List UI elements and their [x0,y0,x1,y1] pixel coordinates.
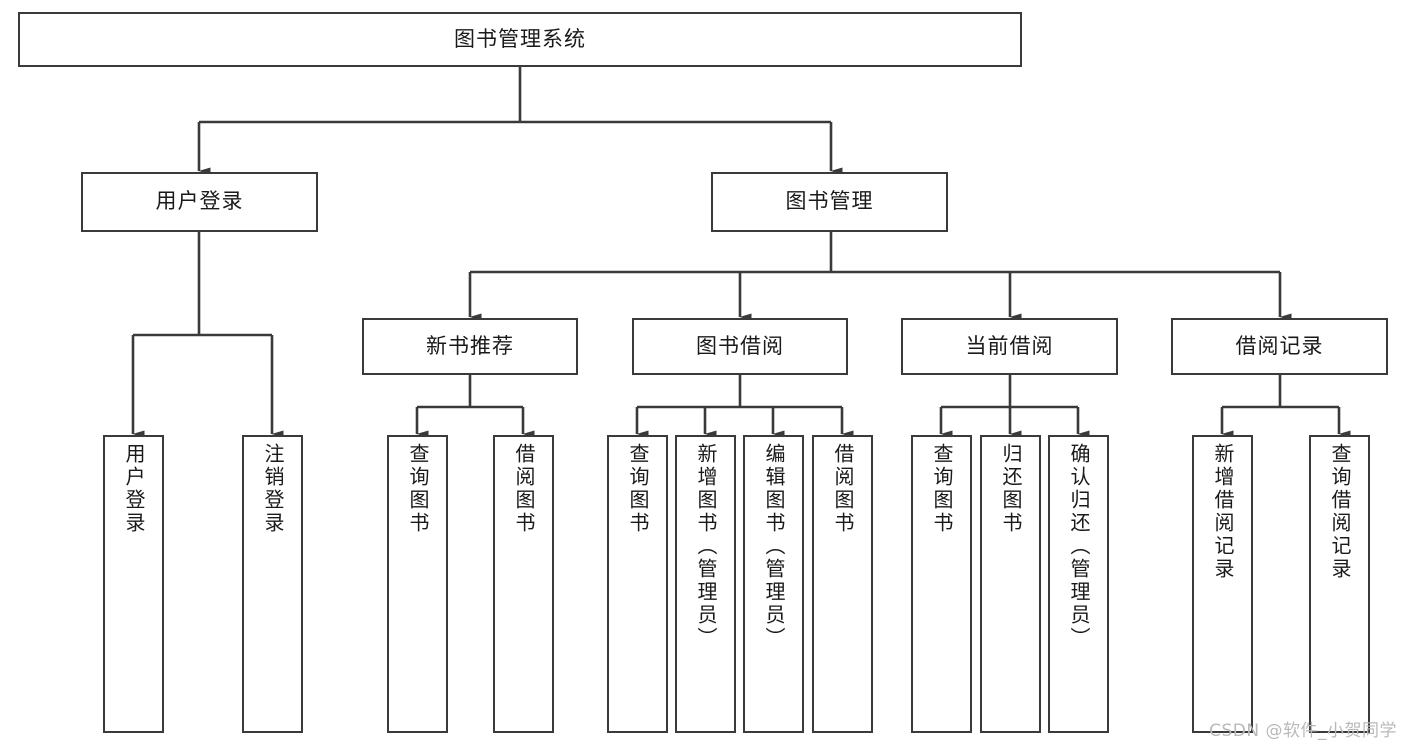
node-user-login-label: 用户登录 [155,189,244,214]
node-leaf-confirm-return[interactable]: 确认归还（管理员） [1048,435,1109,733]
node-new-book-rec[interactable]: 新书推荐 [362,318,578,375]
node-leaf-borrow-book-2-label: 借阅图书 [831,443,855,535]
node-leaf-return-book[interactable]: 归还图书 [980,435,1041,733]
node-new-book-rec-label: 新书推荐 [426,333,514,358]
node-current-borrow[interactable]: 当前借阅 [901,318,1118,375]
node-leaf-add-record-label: 新增借阅记录 [1211,443,1235,581]
node-leaf-query-book-3-label: 查询图书 [930,443,954,535]
node-user-login[interactable]: 用户登录 [81,172,318,232]
node-leaf-query-book-2-label: 查询图书 [626,443,650,535]
node-leaf-add-record[interactable]: 新增借阅记录 [1192,435,1253,733]
node-leaf-borrow-book-1[interactable]: 借阅图书 [493,435,554,733]
node-leaf-edit-book-label: 编辑图书（管理员） [762,443,786,650]
node-leaf-borrow-book-2[interactable]: 借阅图书 [812,435,873,733]
node-leaf-borrow-book-1-label: 借阅图书 [512,443,536,535]
node-borrow-record[interactable]: 借阅记录 [1171,318,1388,375]
node-leaf-return-book-label: 归还图书 [999,443,1023,535]
watermark-text: CSDN @软件_小贺同学 [1209,721,1397,741]
node-leaf-query-record[interactable]: 查询借阅记录 [1309,435,1370,733]
node-borrow-record-label: 借阅记录 [1235,333,1324,358]
node-leaf-query-book-3[interactable]: 查询图书 [911,435,972,733]
node-leaf-query-book-1[interactable]: 查询图书 [387,435,448,733]
node-leaf-logout-label: 注销登录 [261,443,285,535]
node-book-manage[interactable]: 图书管理 [711,172,948,232]
node-leaf-query-record-label: 查询借阅记录 [1328,443,1352,581]
node-leaf-confirm-return-label: 确认归还（管理员） [1067,443,1091,650]
node-leaf-user-login[interactable]: 用户登录 [103,435,164,733]
node-leaf-add-book-label: 新增图书（管理员） [694,443,718,650]
node-leaf-user-login-label: 用户登录 [122,443,146,535]
node-leaf-query-book-2[interactable]: 查询图书 [607,435,668,733]
node-root-label: 图书管理系统 [454,26,586,51]
node-leaf-add-book[interactable]: 新增图书（管理员） [675,435,736,733]
node-book-borrow[interactable]: 图书借阅 [632,318,848,375]
node-leaf-logout[interactable]: 注销登录 [242,435,303,733]
node-leaf-query-book-1-label: 查询图书 [406,443,430,535]
node-leaf-edit-book[interactable]: 编辑图书（管理员） [743,435,804,733]
node-current-borrow-label: 当前借阅 [965,333,1054,358]
node-book-manage-label: 图书管理 [785,189,874,214]
node-root[interactable]: 图书管理系统 [18,12,1022,67]
node-book-borrow-label: 图书借阅 [696,333,784,358]
